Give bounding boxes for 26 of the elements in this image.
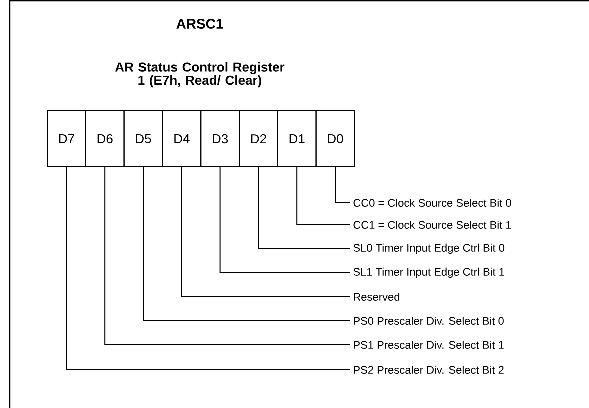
leader-line (296, 167, 350, 226)
subtitle: AR Status Control Register 1 (E7h, Read/ Clear) (115, 62, 285, 88)
bit-description: CC1 = Clock Source Select Bit 1 (354, 220, 512, 230)
bit-cell: D0 (316, 110, 356, 168)
bit-description: PS0 Prescaler Div. Select Bit 0 (354, 316, 504, 326)
leader-line (66, 167, 350, 370)
bit-description: SL1 Timer Input Edge Ctrl Bit 1 (354, 268, 504, 278)
bit-cell: D7 (47, 110, 86, 168)
bit-cell: D6 (85, 110, 125, 168)
bit-cell: D2 (239, 110, 278, 168)
title: ARSC1 (176, 19, 224, 29)
leader-line (220, 167, 350, 274)
bit-description: PS1 Prescaler Div. Select Bit 1 (354, 340, 504, 350)
leader-line (181, 167, 350, 298)
bit-description: Reserved (354, 292, 400, 302)
bit-description: PS2 Prescaler Div. Select Bit 2 (354, 366, 504, 374)
bit-cell: D5 (124, 110, 164, 168)
leader-line (335, 167, 350, 204)
bit-cell: D4 (162, 110, 202, 168)
bit-description: CC0 = Clock Source Select Bit 0 (354, 198, 512, 208)
leader-line (258, 167, 350, 250)
bit-description: SL0 Timer Input Edge Ctrl Bit 0 (354, 244, 505, 254)
leader-line (104, 167, 350, 346)
leader-line (143, 167, 350, 322)
bit-cell: D1 (277, 110, 317, 168)
bit-cell: D3 (200, 110, 240, 168)
